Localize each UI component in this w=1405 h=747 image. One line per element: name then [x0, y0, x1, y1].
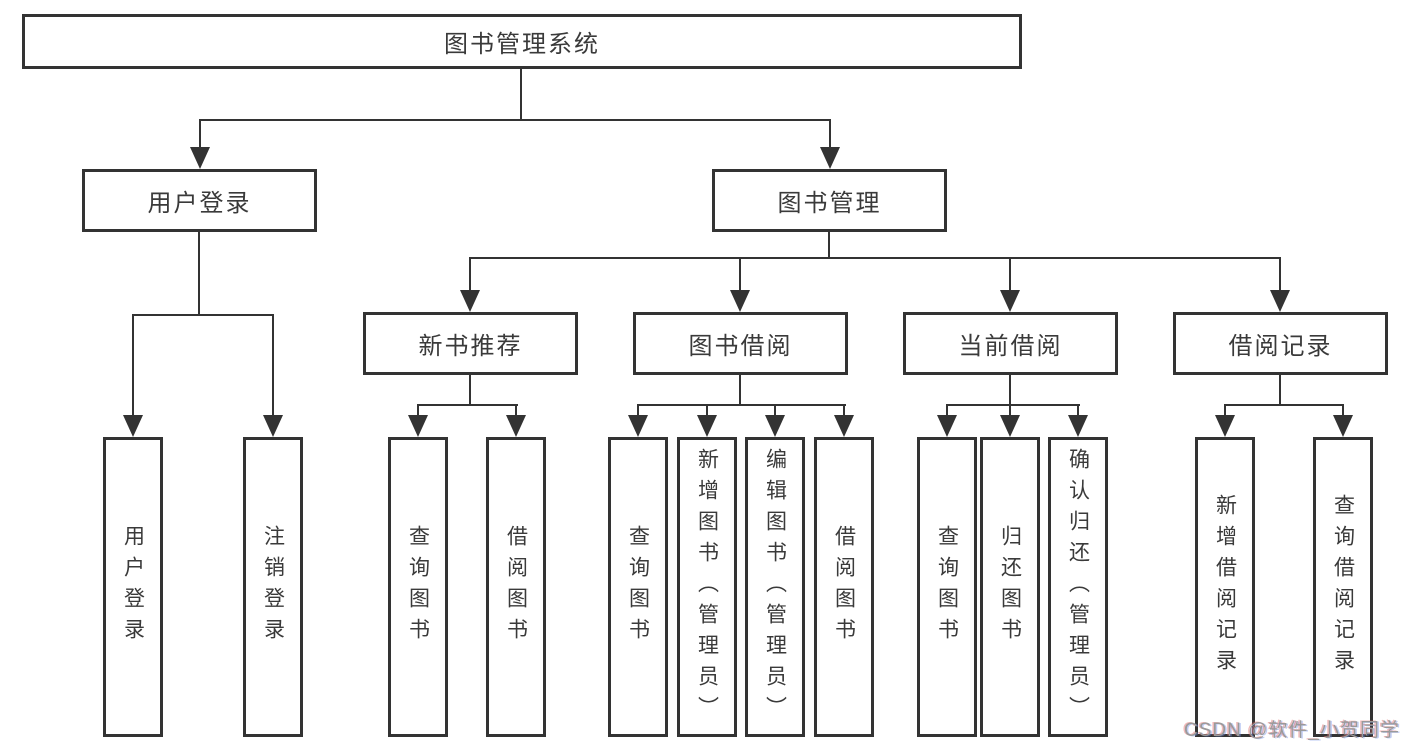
leaf-user-login: 用户登录 [103, 437, 163, 737]
node-label: 新增图书（管理员） [695, 447, 719, 727]
arrow-down-icon [1215, 415, 1235, 437]
node-label: 确认归还（管理员） [1066, 447, 1090, 727]
connector-line [515, 404, 517, 418]
connector-line [1077, 404, 1079, 418]
connector-line [469, 257, 1281, 259]
node-label: 查询图书 [406, 525, 430, 649]
arrow-down-icon [1333, 415, 1353, 437]
node-label: 用户登录 [147, 190, 252, 217]
arrow-down-icon [1068, 415, 1088, 437]
connector-line [199, 119, 831, 121]
arrow-down-icon [937, 415, 957, 437]
leaf-add-borrow-record: 新增借阅记录 [1195, 437, 1255, 737]
arrow-down-icon [1000, 415, 1020, 437]
leaf-query-books-current: 查询图书 [917, 437, 977, 737]
connector-line [1279, 373, 1281, 406]
connector-line [706, 404, 708, 418]
leaf-return-books: 归还图书 [980, 437, 1040, 737]
arrow-down-icon [820, 147, 840, 169]
connector-line [1279, 257, 1281, 293]
connector-line [739, 373, 741, 406]
arrow-down-icon [1270, 290, 1290, 312]
node-label: 图书借阅 [688, 333, 793, 360]
connector-line [1009, 257, 1011, 293]
node-label: 注销登录 [261, 525, 285, 649]
connector-line [198, 230, 200, 316]
arrow-down-icon [190, 147, 210, 169]
node-label: 归还图书 [998, 525, 1022, 649]
arrow-down-icon [1000, 290, 1020, 312]
node-library-management-system: 图书管理系统 [22, 14, 1022, 69]
arrow-down-icon [765, 415, 785, 437]
leaf-borrow-books-recommend: 借阅图书 [486, 437, 546, 737]
leaf-borrow-books: 借阅图书 [814, 437, 874, 737]
arrow-down-icon [506, 415, 526, 437]
node-label: 借阅图书 [504, 525, 528, 649]
leaf-confirm-return-admin: 确认归还（管理员） [1048, 437, 1108, 737]
node-label: 查询图书 [935, 525, 959, 649]
connector-line [829, 119, 831, 150]
connector-line [637, 404, 846, 406]
connector-line [946, 404, 948, 418]
connector-line [946, 404, 1080, 406]
connector-line [1224, 404, 1344, 406]
connector-line [417, 404, 419, 418]
connector-line [1009, 373, 1011, 406]
node-label: 当前借阅 [958, 333, 1063, 360]
connector-line [132, 314, 274, 316]
connector-line [774, 404, 776, 418]
node-label: 图书管理 [777, 190, 882, 217]
arrow-down-icon [834, 415, 854, 437]
arrow-down-icon [123, 415, 143, 437]
node-label: 查询借阅记录 [1331, 494, 1355, 680]
node-user-login: 用户登录 [82, 169, 317, 232]
node-label: 新增借阅记录 [1213, 494, 1237, 680]
arrow-down-icon [408, 415, 428, 437]
node-label: 借阅记录 [1228, 333, 1333, 360]
node-label: 查询图书 [626, 525, 650, 649]
node-label: 借阅图书 [832, 525, 856, 649]
connector-line [828, 230, 830, 259]
csdn-watermark: CSDN @软件_小贺同学 [1184, 720, 1400, 741]
leaf-add-books-admin: 新增图书（管理员） [677, 437, 737, 737]
connector-line [843, 404, 845, 418]
arrow-down-icon [730, 290, 750, 312]
connector-line [199, 119, 201, 150]
connector-line [469, 257, 471, 293]
connector-line [272, 314, 274, 418]
leaf-query-books-recommend: 查询图书 [388, 437, 448, 737]
node-label: 用户登录 [121, 525, 145, 649]
node-label: 编辑图书（管理员） [763, 447, 787, 727]
leaf-query-books-borrow: 查询图书 [608, 437, 668, 737]
connector-line [132, 314, 134, 418]
connector-line [520, 69, 522, 120]
connector-line [637, 404, 639, 418]
leaf-query-borrow-record: 查询借阅记录 [1313, 437, 1373, 737]
node-borrow-records: 借阅记录 [1173, 312, 1388, 375]
connector-line [1009, 404, 1011, 418]
leaf-logout: 注销登录 [243, 437, 303, 737]
node-current-borrow: 当前借阅 [903, 312, 1118, 375]
connector-line [417, 404, 518, 406]
arrow-down-icon [697, 415, 717, 437]
node-book-borrow: 图书借阅 [633, 312, 848, 375]
leaf-edit-books-admin: 编辑图书（管理员） [745, 437, 805, 737]
node-label: 图书管理系统 [444, 31, 600, 58]
connector-line [1342, 404, 1344, 418]
arrow-down-icon [460, 290, 480, 312]
node-book-management: 图书管理 [712, 169, 947, 232]
arrow-down-icon [263, 415, 283, 437]
arrow-down-icon [628, 415, 648, 437]
connector-line [1224, 404, 1226, 418]
connector-line [739, 257, 741, 293]
connector-line [469, 373, 471, 406]
node-new-book-recommend: 新书推荐 [363, 312, 578, 375]
node-label: 新书推荐 [418, 333, 523, 360]
